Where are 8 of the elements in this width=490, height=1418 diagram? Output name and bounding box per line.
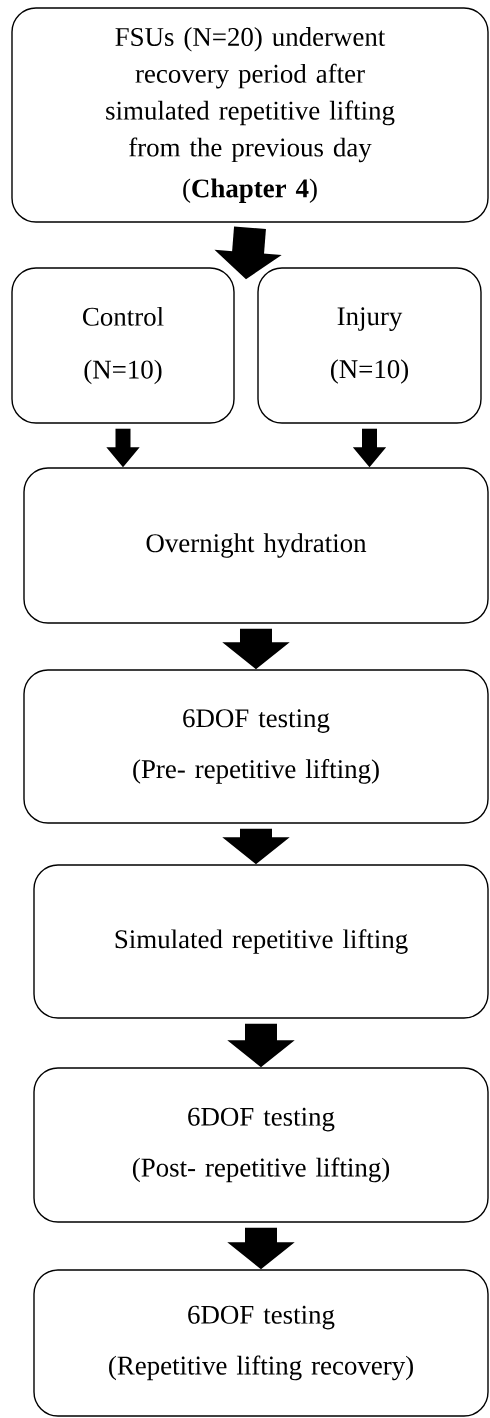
process-box: 6DOF testing (Pre- repetitive lifting) xyxy=(23,669,489,824)
process-box: Simulated repetitive lifting xyxy=(33,864,489,1019)
process-box: Injury (N=10) xyxy=(257,267,482,424)
process-box: Overnight hydration xyxy=(23,467,489,624)
process-box: 6DOF testing (Repetitive lifting recovery) xyxy=(33,1269,489,1417)
process-box: 6DOF testing (Post- repetitive lifting) xyxy=(33,1067,489,1223)
process-box: Control (N=10) xyxy=(11,267,235,424)
process-box: FSUs (N=20) underwent recovery period after simulated repetitive lifting from the previous day (Chapter 4) xyxy=(11,7,489,223)
